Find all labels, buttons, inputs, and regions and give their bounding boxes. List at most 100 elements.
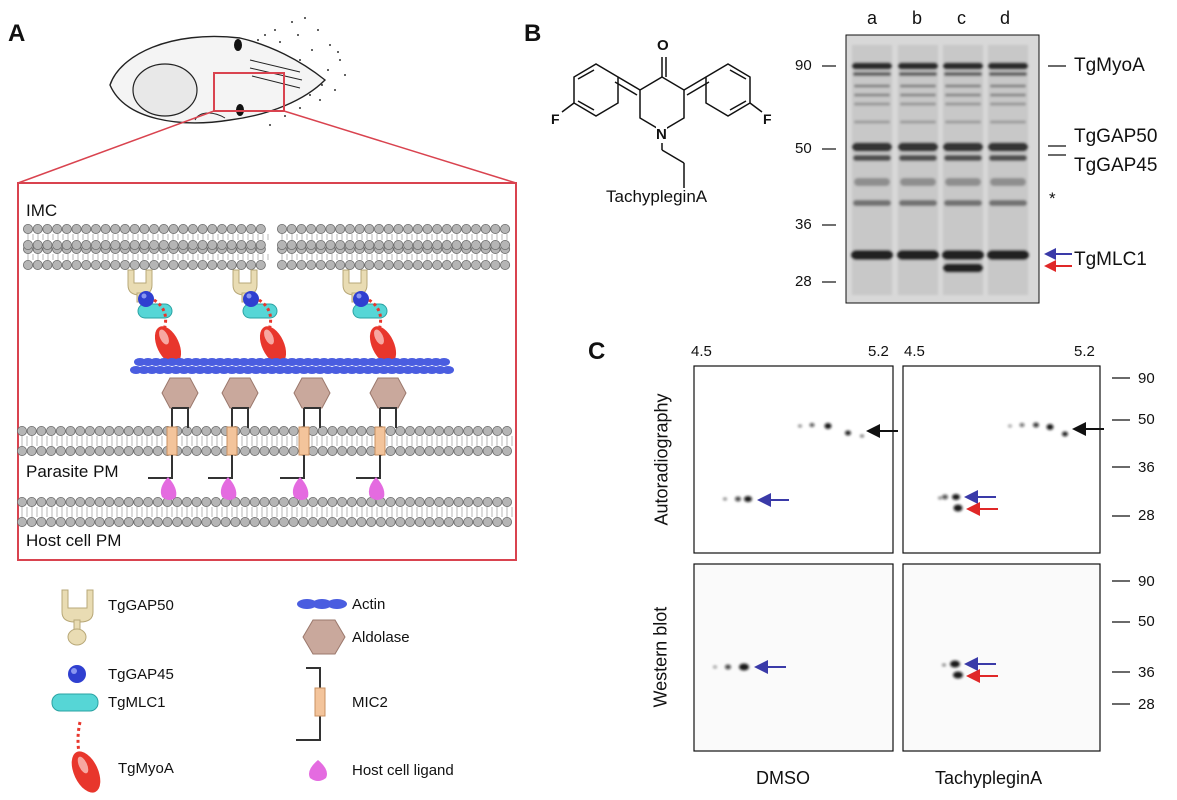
legend-actin: Actin [352, 596, 386, 613]
lipid-head [383, 239, 394, 250]
tgmlc1-icon [51, 693, 99, 712]
lipid-head [501, 425, 512, 436]
legend-tggap45: TgGAP45 [108, 666, 174, 683]
lipid-head [500, 223, 511, 234]
lipid-head [94, 445, 105, 456]
lipid-head [414, 517, 425, 528]
c-bot-mw-36: 36 [1138, 664, 1155, 681]
lipid-head [172, 517, 183, 528]
lipid-head [463, 445, 474, 456]
gel-spot [824, 423, 832, 429]
lipid-head [344, 223, 355, 234]
lipid-head [461, 223, 472, 234]
lipid-head [240, 425, 251, 436]
lipid-head [75, 425, 86, 436]
gel-spot [952, 494, 960, 500]
lipid-head [120, 223, 131, 234]
lipid-head [296, 259, 307, 270]
lipid-head [114, 496, 125, 507]
gel-spot [1019, 423, 1025, 427]
lipid-head [337, 425, 348, 436]
lipid-head [158, 223, 169, 234]
lipid-head [71, 259, 82, 270]
c-top-mw-90: 90 [1138, 370, 1155, 387]
gel-band [897, 250, 939, 260]
lipid-head [385, 496, 396, 507]
lipid-head [259, 445, 270, 456]
mic2-complex [208, 377, 259, 500]
lipid-head [490, 259, 501, 270]
gel-band [854, 102, 890, 106]
gel-band [990, 84, 1026, 88]
gel-band [990, 178, 1026, 186]
lipid-head [36, 496, 47, 507]
lipid-head [393, 239, 404, 250]
gel-band [942, 250, 984, 260]
gel-band [945, 120, 981, 124]
lipid-head [325, 223, 336, 234]
lipid-head [100, 223, 111, 234]
gel-band [899, 72, 937, 76]
mic2-icon [296, 667, 326, 741]
lipid-head [501, 517, 512, 528]
tggap50-icon [61, 589, 94, 646]
lipid-head [472, 517, 483, 528]
lipid-head [346, 517, 357, 528]
gel-band [853, 72, 891, 76]
lipid-head [236, 239, 247, 250]
lipid-head [61, 239, 72, 250]
lipid-head [255, 223, 266, 234]
lipid-head [441, 239, 452, 250]
lipid-head [210, 445, 221, 456]
lipid-head [26, 496, 37, 507]
row-label-western-blot: Western blot [650, 606, 671, 708]
ph-left-1: 4.5 [691, 343, 712, 360]
lipid-head [443, 445, 454, 456]
lipid-head [123, 517, 134, 528]
lipid-head [16, 445, 27, 456]
lipid-head [356, 445, 367, 456]
lipid-head [143, 517, 154, 528]
lipid-head [414, 425, 425, 436]
gel-band [990, 102, 1026, 106]
c-top-mw-28: 28 [1138, 507, 1155, 524]
lipid-head [492, 425, 503, 436]
lipid-head [337, 445, 348, 456]
lipid-head [104, 496, 115, 507]
lipid-head [226, 239, 237, 250]
lipid-head [356, 425, 367, 436]
gel-band [945, 102, 981, 106]
lipid-head [480, 239, 491, 250]
lipid-head [123, 425, 134, 436]
lipid-head [364, 239, 375, 250]
gel-spot [809, 423, 815, 427]
gel-spot [744, 496, 752, 502]
gel-spot [725, 664, 731, 670]
gel-b-mw-90: 90 [795, 57, 812, 74]
lipid-head [230, 517, 241, 528]
gel-spot [860, 434, 864, 438]
lipid-head [84, 445, 95, 456]
gel-spot [798, 424, 802, 428]
lipid-head [453, 517, 464, 528]
lipid-head [84, 517, 95, 528]
lipid-head [139, 223, 150, 234]
lipid-head [482, 445, 493, 456]
lipid-head [259, 425, 270, 436]
lipid-head [443, 517, 454, 528]
lipid-head [210, 517, 221, 528]
lipid-head [55, 445, 66, 456]
panel-label-b: B [524, 20, 542, 47]
lipid-head [110, 223, 121, 234]
lipid-head [393, 223, 404, 234]
lipid-head [296, 223, 307, 234]
gel-band [898, 62, 938, 70]
gel-band [898, 142, 938, 152]
gel-band [854, 84, 890, 88]
lipid-head [191, 517, 202, 528]
lipid-head [434, 496, 445, 507]
lipid-head [94, 425, 105, 436]
tgmyoa-icon [71, 721, 101, 793]
